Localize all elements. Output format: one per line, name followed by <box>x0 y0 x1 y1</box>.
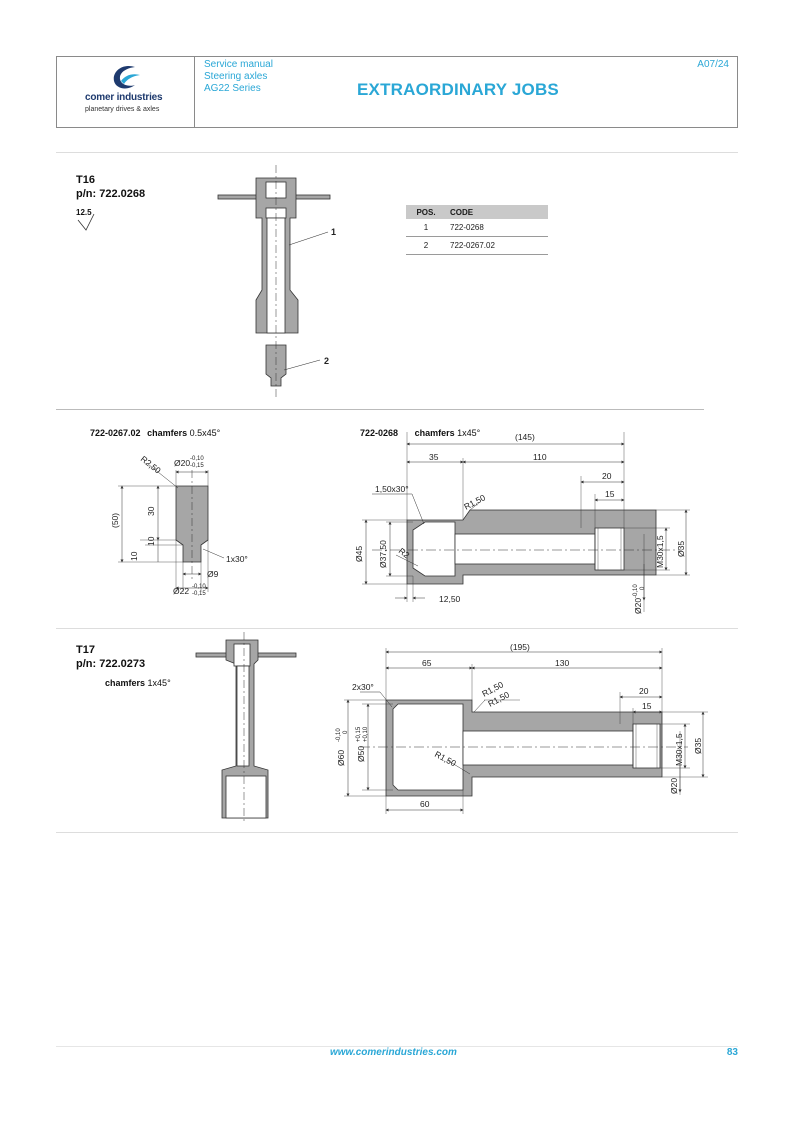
dim-length: 130 <box>555 658 569 668</box>
dim-tolerance: +0,10 <box>363 726 369 742</box>
dim-tolerance: +0,15 <box>356 726 362 742</box>
dim-tolerance: -0,10 <box>190 456 204 462</box>
dim-radius: R1,50 <box>462 492 487 512</box>
dim-height: 10 <box>146 536 156 546</box>
dim-angle: 2x30° <box>352 682 374 692</box>
column-header: CODE <box>446 205 548 219</box>
t17-chamfer-caption: chamfers 1x45° <box>105 678 171 688</box>
dim-tolerance: 0 <box>343 730 349 734</box>
dim-diameter: Ø20 <box>174 458 190 468</box>
dim-tolerance: -0,15 <box>190 463 204 469</box>
dim-length: 20 <box>602 471 612 481</box>
table-cell: 722-0267.02 <box>446 236 548 255</box>
logo-block: comer industries planetary drives & axle… <box>57 57 195 127</box>
part-number-t17: p/n: 722.0273 <box>76 658 146 670</box>
dim-thread: M30x1,5 <box>674 733 684 766</box>
dim-length: (195) <box>510 642 530 652</box>
dim-length: 35 <box>429 452 439 462</box>
divider <box>56 628 738 629</box>
dim-length: 15 <box>605 489 615 499</box>
roughness-value: 12.5 <box>76 208 92 217</box>
detail-a-chamfer-value: 0.5x45° <box>189 428 221 438</box>
dim-diameter: Ø20 <box>669 778 679 794</box>
callout-2: 2 <box>324 356 329 366</box>
dim-tolerance: 0 <box>640 586 646 590</box>
dim-height: 10 <box>129 551 139 561</box>
callout-1: 1 <box>331 227 336 237</box>
detail-b-chamfer-label: chamfers <box>414 428 455 438</box>
dim-radius: R2,50 <box>139 454 163 476</box>
footer-url[interactable]: www.comerindustries.com <box>330 1047 457 1058</box>
dim-length: 110 <box>533 452 547 462</box>
detail-a-chamfer-label: chamfers <box>147 428 188 438</box>
dim-tolerance: -0,15 <box>192 591 206 597</box>
dim-length: 60 <box>420 799 430 809</box>
position-table: POS. CODE 1 722-0268 2 722-0267.02 <box>406 205 548 255</box>
t17-detail-drawing <box>344 648 708 814</box>
table-header-row: POS. CODE <box>406 205 548 219</box>
page-header: comer industries planetary drives & axle… <box>56 56 738 128</box>
table-cell: 2 <box>406 236 446 255</box>
dim-height: (50) <box>110 513 120 528</box>
t16-assembly-drawing <box>217 165 331 398</box>
tool-number-t16: T16 <box>76 174 95 186</box>
manual-line: AG22 Series <box>204 83 261 94</box>
dim-thread: M30x1,5 <box>655 535 665 568</box>
manual-line: Service manual <box>204 59 273 70</box>
detail-a-code: 722-0267.02 <box>90 428 141 438</box>
dim-diameter: Ø22 <box>173 586 189 596</box>
dim-diameter: Ø35 <box>676 541 686 557</box>
dim-diameter: Ø60 <box>336 750 346 766</box>
dim-diameter: Ø9 <box>207 569 219 579</box>
divider <box>56 152 738 153</box>
revision-code: A07/24 <box>697 59 729 70</box>
page-number: 83 <box>726 1047 738 1058</box>
dim-height: 30 <box>146 506 156 516</box>
detail-a-drawing <box>118 463 225 592</box>
divider <box>56 409 704 410</box>
detail-b-code: 722-0268 <box>360 428 399 438</box>
comer-logo-icon <box>113 65 140 89</box>
dim-angle: 1,50x30° <box>375 484 409 494</box>
dim-tolerance: -0,10 <box>633 584 639 598</box>
company-tagline: planetary drives & axles <box>85 106 160 113</box>
t17-assembly-drawing <box>195 632 297 822</box>
roughness-symbol-icon <box>77 213 95 231</box>
detail-b-caption: 722-0268 chamfers 1x45° <box>360 428 480 438</box>
dim-tolerance: -0,10 <box>336 728 342 742</box>
dim-length: 12,50 <box>439 594 461 604</box>
detail-b-chamfer-value: 1x45° <box>457 428 481 438</box>
table-row: 2 722-0267.02 <box>406 236 548 255</box>
dim-diameter: Ø20 <box>633 598 643 614</box>
tool-number-t17: T17 <box>76 644 95 656</box>
dim-diameter: Ø35 <box>693 738 703 754</box>
manual-line: Steering axles <box>204 71 268 82</box>
dim-length: (145) <box>515 432 535 442</box>
manual-info: Service manual Steering axles AG22 Serie… <box>204 59 273 95</box>
table-cell: 1 <box>406 219 446 237</box>
dim-length: 15 <box>642 701 652 711</box>
column-header: POS. <box>406 205 446 219</box>
divider <box>56 832 738 833</box>
t17-chamfer-value: 1x45° <box>147 678 171 688</box>
table-row: 1 722-0268 <box>406 219 548 237</box>
part-number-t16: p/n: 722.0268 <box>76 188 146 200</box>
dim-diameter: Ø45 <box>354 546 364 562</box>
dim-diameter: Ø50 <box>356 746 366 762</box>
divider <box>56 1046 738 1047</box>
detail-a-caption: 722-0267.02 chamfers 0.5x45° <box>90 428 220 438</box>
page-title: EXTRAORDINARY JOBS <box>357 80 559 99</box>
table-cell: 722-0268 <box>446 219 548 237</box>
dim-length: 65 <box>422 658 432 668</box>
t17-chamfer-label: chamfers <box>105 678 146 688</box>
dim-length: 20 <box>639 686 649 696</box>
detail-b-drawing <box>362 432 690 612</box>
dim-angle: 1x30° <box>226 554 248 564</box>
dim-tolerance: -0,10 <box>192 584 206 590</box>
dim-diameter: Ø37,50 <box>378 540 388 568</box>
company-name: comer industries <box>85 92 163 103</box>
